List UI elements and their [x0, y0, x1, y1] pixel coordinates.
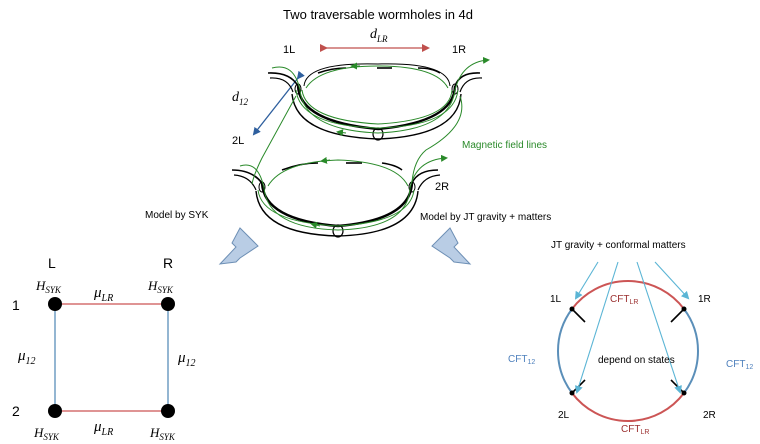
syk-col-R: R [163, 255, 173, 271]
jt-dot-2L [569, 390, 575, 396]
jt-cft-12-right: CFT12 [726, 359, 753, 371]
H-syk-2R: HSYK [149, 425, 176, 442]
mu-12-left: μ12 [17, 348, 36, 367]
label-1L: 1L [283, 44, 295, 56]
syk-arrow-label: Model by SYK [145, 210, 209, 221]
jt-model: JT gravity + conformal matters 1L 1R 2L … [508, 240, 753, 436]
jt-tick-1L [571, 308, 586, 323]
syk-node-1L [48, 297, 62, 311]
jt-pointer-arrows [574, 261, 690, 394]
dLR-label: dLR [370, 27, 388, 44]
jt-dot-1L [569, 306, 575, 312]
syk-node-2L [48, 404, 62, 418]
jt-cft-12-left: CFT12 [508, 354, 535, 366]
syk-node-2R [161, 404, 175, 418]
field-lines [239, 56, 490, 231]
diagram-title: Two traversable wormholes in 4d [283, 7, 473, 22]
label-2R: 2R [435, 181, 449, 193]
syk-model: L R 1 2 HSYK HSYK HSYK HSYK μLR μLR μ12 … [12, 255, 196, 442]
jt-model-arrow [431, 227, 472, 265]
jt-arrow-label: Model by JT gravity + matters [420, 212, 551, 223]
upper-wormhole [267, 63, 483, 141]
H-syk-1L: HSYK [35, 278, 62, 295]
syk-node-1R [161, 297, 175, 311]
jt-arc-bottom [571, 392, 685, 422]
jt-label-1L: 1L [550, 294, 562, 305]
field-lines-label: Magnetic field lines [462, 140, 547, 151]
jt-arc-left [557, 308, 573, 394]
jt-cft-LR-top: CFTLR [610, 294, 638, 306]
H-syk-1R: HSYK [147, 278, 174, 295]
d12-arrow [252, 70, 305, 136]
jt-tick-2R [670, 379, 685, 394]
syk-row-2: 2 [12, 403, 20, 419]
jt-cft-LR-bottom: CFTLR [621, 424, 649, 436]
mu-12-right: μ12 [177, 350, 196, 369]
jt-dot-2R [681, 390, 687, 396]
jt-label-2R: 2R [703, 410, 716, 421]
jt-header: JT gravity + conformal matters [551, 240, 686, 251]
jt-label-1R: 1R [698, 294, 711, 305]
jt-center-text: depend on states [598, 355, 675, 366]
mu-LR-bottom: μLR [93, 419, 113, 438]
jt-arc-top [571, 280, 685, 310]
syk-row-1: 1 [12, 297, 20, 313]
wormholes-illustration: dLR 1L 1R d12 2L 2R [231, 27, 547, 238]
jt-tick-1R [670, 308, 685, 323]
d12-label: d12 [232, 90, 249, 107]
syk-col-L: L [48, 255, 56, 271]
jt-label-2L: 2L [558, 410, 570, 421]
jt-dot-1R [681, 306, 687, 312]
label-2L: 2L [232, 135, 244, 147]
H-syk-2L: HSYK [33, 425, 60, 442]
jt-arc-right [683, 308, 699, 394]
mu-LR-top: μLR [93, 285, 113, 304]
syk-model-arrow [218, 227, 259, 265]
label-1R: 1R [452, 44, 466, 56]
